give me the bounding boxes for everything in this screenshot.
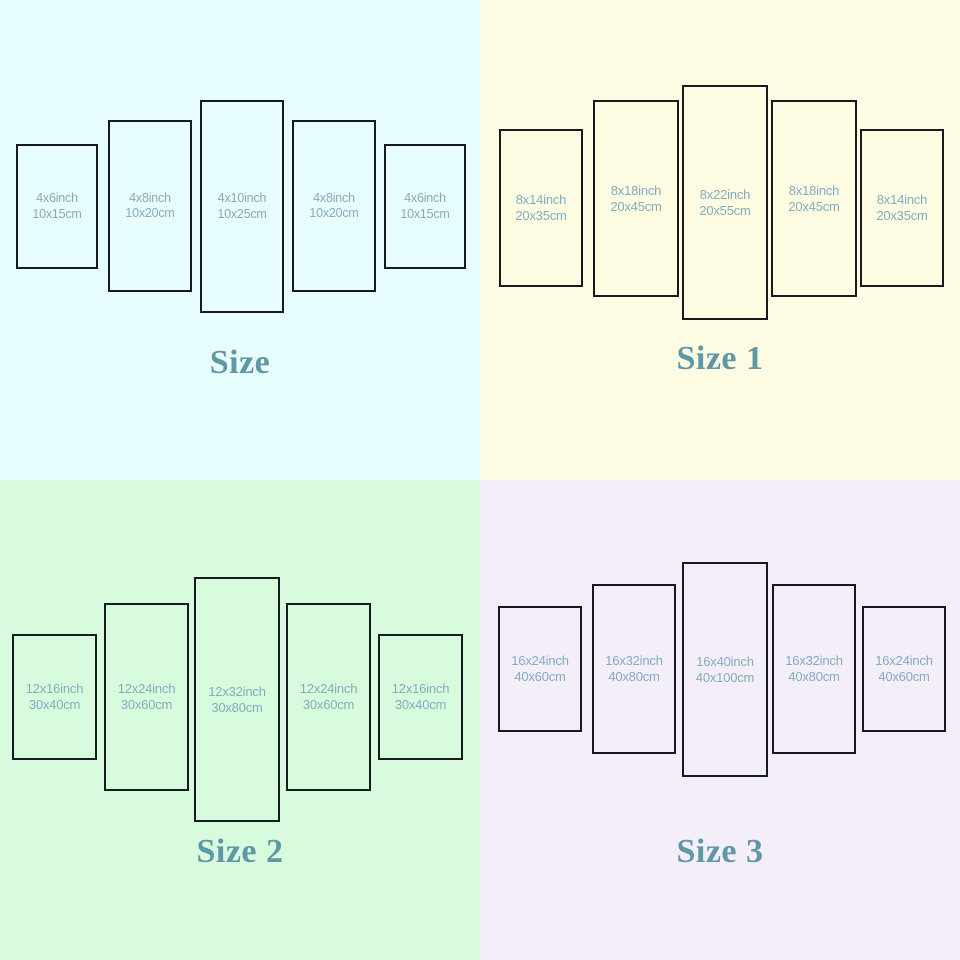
- panel-1: 8x14inch 20x35cm: [499, 129, 583, 287]
- panel-label: 16x32inch 40x80cm: [785, 653, 843, 685]
- panel-4: 12x24inch 30x60cm: [286, 603, 371, 791]
- panel-label: 16x24inch 40x60cm: [875, 653, 933, 685]
- panel-label-cm: 10x15cm: [32, 206, 82, 221]
- panel-label-inch: 12x24inch: [299, 681, 358, 697]
- panel-3: 12x32inch 30x80cm: [194, 577, 280, 822]
- panel-label: 8x14inch 20x35cm: [876, 192, 928, 224]
- panel-4: 16x32inch 40x80cm: [772, 584, 856, 754]
- panel-label-inch: 16x40inch: [696, 653, 754, 669]
- panel-label-inch: 8x14inch: [876, 192, 928, 208]
- panel-label-cm: 30x40cm: [394, 697, 447, 712]
- panel-2: 16x32inch 40x80cm: [592, 584, 676, 754]
- panel-cluster-size: 4x6inch 10x15cm 4x8inch 10x20cm 4x10inch…: [0, 0, 480, 480]
- panel-label-cm: 10x20cm: [309, 206, 359, 220]
- panel-label: 4x6inch 10x15cm: [400, 191, 450, 222]
- panel-4: 8x18inch 20x45cm: [771, 100, 857, 297]
- panel-label-cm: 10x25cm: [217, 206, 267, 221]
- quadrant-title: Size: [209, 344, 271, 381]
- panel-label: 16x32inch 40x80cm: [605, 653, 663, 685]
- panel-label-cm: 30x80cm: [211, 699, 263, 715]
- panel-label-inch: 8x18inch: [788, 182, 840, 198]
- panel-label: 4x10inch 10x25cm: [217, 191, 267, 222]
- panel-label-cm: 20x55cm: [699, 202, 751, 218]
- panel-label-inch: 16x24inch: [511, 653, 569, 669]
- panel-label: 8x14inch 20x35cm: [515, 192, 567, 224]
- panel-label-inch: 4x6inch: [36, 191, 78, 206]
- panel-5: 4x6inch 10x15cm: [384, 144, 466, 269]
- panel-3: 4x10inch 10x25cm: [200, 100, 284, 313]
- panel-label-cm: 20x35cm: [876, 208, 928, 223]
- panel-label-inch: 4x6inch: [404, 191, 446, 206]
- quadrant-title: Size 3: [676, 833, 764, 870]
- panel-label: 4x8inch 10x20cm: [125, 190, 175, 222]
- panel-1: 16x24inch 40x60cm: [498, 606, 582, 732]
- panel-1: 4x6inch 10x15cm: [16, 144, 98, 269]
- panel-5: 12x16inch 30x40cm: [378, 634, 463, 760]
- size-option-size[interactable]: 4x6inch 10x15cm 4x8inch 10x20cm 4x10inch…: [0, 0, 480, 480]
- panel-label-inch: 16x24inch: [875, 653, 933, 669]
- panel-2: 4x8inch 10x20cm: [108, 120, 192, 292]
- panel-label-cm: 30x60cm: [120, 697, 173, 712]
- panel-label-inch: 12x32inch: [208, 683, 266, 699]
- panel-5: 8x14inch 20x35cm: [860, 129, 944, 287]
- panel-3: 16x40inch 40x100cm: [682, 562, 768, 777]
- size-option-size-2[interactable]: 12x16inch 30x40cm 12x24inch 30x60cm 12x3…: [0, 480, 480, 960]
- panel-label-cm: 20x45cm: [788, 198, 840, 214]
- panel-label-inch: 4x8inch: [313, 190, 355, 205]
- panel-1: 12x16inch 30x40cm: [12, 634, 97, 760]
- panel-label-inch: 16x32inch: [785, 653, 843, 669]
- panel-cluster-size-1: 8x14inch 20x35cm 8x18inch 20x45cm 8x22in…: [480, 0, 960, 480]
- panel-label-cm: 30x40cm: [28, 697, 81, 712]
- panel-label-inch: 8x18inch: [610, 182, 662, 198]
- panel-cluster-size-3: 16x24inch 40x60cm 16x32inch 40x80cm 16x4…: [480, 480, 960, 960]
- panel-label-cm: 40x60cm: [514, 669, 566, 684]
- panel-label: 16x24inch 40x60cm: [511, 653, 569, 685]
- panel-label-cm: 10x15cm: [400, 206, 450, 221]
- panel-label-cm: 10x20cm: [125, 206, 175, 220]
- panel-2: 12x24inch 30x60cm: [104, 603, 189, 791]
- panel-4: 4x8inch 10x20cm: [292, 120, 376, 292]
- panel-label-cm: 20x45cm: [610, 198, 662, 214]
- quadrant-title: Size 2: [196, 833, 284, 870]
- panel-label-inch: 12x16inch: [25, 681, 84, 697]
- panel-label-inch: 8x22inch: [699, 186, 751, 202]
- panel-label-cm: 40x60cm: [878, 669, 930, 684]
- panel-label-inch: 4x10inch: [217, 191, 267, 206]
- panel-label: 8x22inch 20x55cm: [699, 186, 751, 219]
- panel-5: 16x24inch 40x60cm: [862, 606, 946, 732]
- panel-label: 12x24inch 30x60cm: [299, 681, 358, 713]
- panel-label-cm: 30x60cm: [302, 697, 355, 712]
- panel-label-inch: 12x16inch: [391, 681, 450, 697]
- panel-label: 8x18inch 20x45cm: [610, 182, 662, 215]
- panel-label: 16x40inch 40x100cm: [695, 653, 755, 686]
- panel-label: 4x6inch 10x15cm: [32, 191, 82, 222]
- panel-label: 4x8inch 10x20cm: [309, 190, 359, 222]
- size-option-size-1[interactable]: 8x14inch 20x35cm 8x18inch 20x45cm 8x22in…: [480, 0, 960, 480]
- panel-label-cm: 40x100cm: [695, 669, 755, 685]
- panel-label-inch: 8x14inch: [515, 192, 567, 208]
- panel-cluster-size-2: 12x16inch 30x40cm 12x24inch 30x60cm 12x3…: [0, 480, 480, 960]
- panel-label-cm: 20x35cm: [515, 208, 567, 223]
- panel-label: 12x16inch 30x40cm: [25, 681, 84, 713]
- panel-label-cm: 40x80cm: [608, 669, 660, 684]
- panel-3: 8x22inch 20x55cm: [682, 85, 768, 320]
- panel-label: 12x32inch 30x80cm: [208, 683, 266, 716]
- panel-label: 8x18inch 20x45cm: [788, 182, 840, 215]
- panel-2: 8x18inch 20x45cm: [593, 100, 679, 297]
- panel-label-inch: 4x8inch: [129, 190, 171, 205]
- quadrant-title: Size 1: [676, 340, 764, 377]
- panel-label: 12x16inch 30x40cm: [391, 681, 450, 713]
- panel-label-inch: 16x32inch: [605, 653, 663, 669]
- panel-label-inch: 12x24inch: [117, 681, 176, 697]
- panel-label: 12x24inch 30x60cm: [117, 681, 176, 713]
- panel-label-cm: 40x80cm: [788, 669, 840, 684]
- size-option-size-3[interactable]: 16x24inch 40x60cm 16x32inch 40x80cm 16x4…: [480, 480, 960, 960]
